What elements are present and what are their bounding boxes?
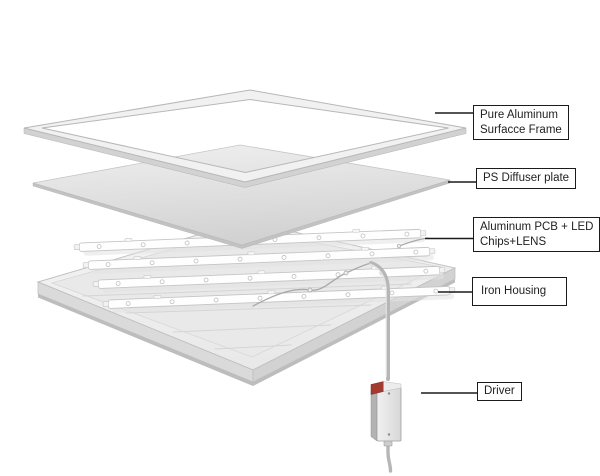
- label-pure-aluminum-frame: Pure Aluminum Surfacce Frame: [473, 105, 569, 140]
- label-frame-line2: Surfacce Frame: [480, 123, 562, 136]
- label-iron-housing: Iron Housing: [472, 277, 567, 306]
- label-aluminum-pcb-led: Aluminum PCB + LED Chips+LENS: [473, 217, 600, 252]
- label-housing-line1: Iron Housing: [481, 285, 547, 298]
- pcb-strip-row: [82, 246, 436, 274]
- driver-graphic: [370, 381, 402, 442]
- label-pcb-line1: Aluminum PCB + LED: [480, 221, 594, 233]
- label-ps-diffuser-plate: PS Diffuser plate: [476, 168, 577, 189]
- surface-frame-graphic: [23, 89, 467, 188]
- label-driver: Driver: [477, 382, 522, 401]
- pcb-strips-graphic: [73, 228, 456, 313]
- label-pcb-line2: Chips+LENS: [480, 235, 547, 248]
- housing-groove-lines: [82, 283, 412, 350]
- diffuser-graphic: [32, 144, 451, 249]
- label-diffuser-line1: PS Diffuser plate: [483, 172, 570, 184]
- pcb-strip-row: [92, 265, 446, 293]
- power-cable-graphic: [369, 261, 393, 473]
- label-frame-line1: Pure Aluminum: [480, 109, 558, 121]
- label-driver-line1: Driver: [484, 385, 515, 397]
- leader-lines: [421, 112, 477, 394]
- pcb-strip-row: [102, 285, 456, 313]
